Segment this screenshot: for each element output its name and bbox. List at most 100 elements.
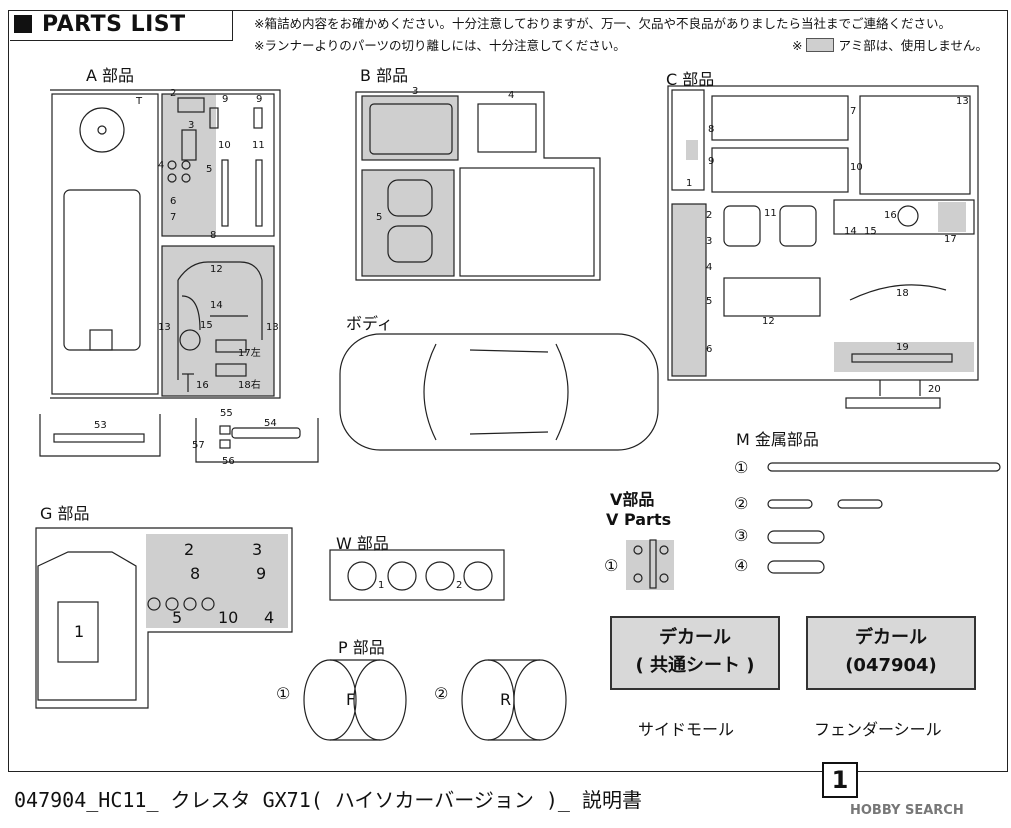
section-label-w: W 部品 bbox=[336, 534, 389, 553]
notice-line-2: ※ランナーよりのパーツの切り離しには、十分注意してください。 bbox=[254, 38, 626, 53]
part-g-9: 9 bbox=[256, 564, 267, 583]
part-a-17: 17左 bbox=[238, 348, 261, 359]
part-c-2: 2 bbox=[706, 210, 713, 221]
part-a-56: 56 bbox=[222, 456, 235, 467]
notice-line-3: ※アミ部は、使用しません。 bbox=[792, 38, 988, 53]
part-a-8: 8 bbox=[210, 230, 217, 241]
part-a-6: 6 bbox=[170, 196, 177, 207]
part-c-5: 5 bbox=[706, 296, 713, 307]
part-g-5: 5 bbox=[172, 608, 183, 627]
decal-2-line2: (047904) bbox=[845, 655, 937, 676]
section-label-v-en: V Parts bbox=[606, 510, 672, 529]
runner-w bbox=[329, 549, 505, 601]
part-c-9: 9 bbox=[708, 156, 715, 167]
part-c-6: 6 bbox=[706, 344, 713, 355]
part-a-4: 4 bbox=[158, 160, 165, 171]
metal-parts bbox=[767, 462, 1001, 574]
part-a-14: 14 bbox=[210, 300, 223, 311]
page-number: 1 bbox=[822, 762, 858, 798]
page-frame bbox=[8, 10, 1008, 772]
part-a-18: 18右 bbox=[238, 380, 261, 391]
part-c-11: 11 bbox=[764, 208, 777, 219]
v-item-1: ① bbox=[604, 556, 619, 575]
part-a-57: 57 bbox=[192, 440, 205, 451]
decal-sheet-047904: デカール (047904) bbox=[806, 616, 976, 690]
part-a-9a: 9 bbox=[222, 94, 229, 105]
part-g-10: 10 bbox=[218, 608, 239, 627]
section-label-p: P 部品 bbox=[338, 638, 385, 657]
page-title: PARTS LIST bbox=[14, 12, 186, 37]
body-shell bbox=[339, 333, 659, 451]
tire-rear-letter: R bbox=[500, 690, 512, 709]
part-a-53: 53 bbox=[94, 420, 107, 431]
document-footer: 047904_HC11_ クレスタ GX71( ハイソカーバージョン )_ 説明… bbox=[14, 788, 642, 812]
part-g-4: 4 bbox=[264, 608, 275, 627]
part-c-3: 3 bbox=[706, 236, 713, 247]
part-a-13b: 13 bbox=[266, 322, 279, 333]
part-b-3: 3 bbox=[412, 86, 419, 97]
part-c-15: 15 bbox=[864, 226, 877, 237]
title-text: PARTS LIST bbox=[42, 12, 186, 37]
runner-a bbox=[39, 89, 319, 463]
part-g-2: 2 bbox=[184, 540, 195, 559]
runner-b bbox=[355, 91, 601, 281]
section-label-body: ボディ bbox=[346, 314, 393, 333]
watermark: HOBBY SEARCH bbox=[850, 803, 964, 818]
part-a-2: 2 bbox=[170, 88, 177, 99]
metal-item-3: ③ bbox=[734, 526, 749, 545]
mesh-swatch bbox=[806, 38, 835, 52]
header-box bbox=[10, 10, 233, 41]
section-label-g: G 部品 bbox=[40, 504, 90, 523]
part-a-7: 7 bbox=[170, 212, 177, 223]
part-c-8: 8 bbox=[708, 124, 715, 135]
part-a-9b: 9 bbox=[256, 94, 263, 105]
part-g-3: 3 bbox=[252, 540, 263, 559]
part-c-13: 13 bbox=[956, 96, 969, 107]
part-w-2: 2 bbox=[456, 580, 463, 591]
part-a-16: 16 bbox=[196, 380, 209, 391]
decal-1-line1: デカール bbox=[659, 627, 731, 648]
p-item-2: ② bbox=[434, 684, 449, 703]
part-a-12: 12 bbox=[210, 264, 223, 275]
part-a-3: 3 bbox=[188, 120, 195, 131]
decal-1-caption: サイドモール bbox=[638, 720, 735, 739]
metal-item-2: ② bbox=[734, 494, 749, 513]
decal-2-caption: フェンダーシール bbox=[814, 720, 942, 739]
part-a-54: 54 bbox=[264, 418, 277, 429]
part-g-8: 8 bbox=[190, 564, 201, 583]
part-c-17: 17 bbox=[944, 234, 957, 245]
part-c-4: 4 bbox=[706, 262, 713, 273]
part-a-11: 11 bbox=[252, 140, 265, 151]
part-g-1: 1 bbox=[74, 622, 85, 641]
section-label-a: A 部品 bbox=[86, 66, 135, 85]
metal-item-1: ① bbox=[734, 458, 749, 477]
p-item-1: ① bbox=[276, 684, 291, 703]
runner-c bbox=[667, 85, 979, 409]
decal-sheet-common: デカール ( 共通シート ) bbox=[610, 616, 780, 690]
part-a-t: T bbox=[136, 96, 143, 107]
part-c-10: 10 bbox=[850, 162, 863, 173]
part-a-55: 55 bbox=[220, 408, 233, 419]
section-label-m: M 金属部品 bbox=[736, 430, 819, 449]
part-a-13a: 13 bbox=[158, 322, 171, 333]
part-b-5: 5 bbox=[376, 212, 383, 223]
part-c-18: 18 bbox=[896, 288, 909, 299]
notice-line-1: ※箱詰め内容をお確かめください。十分注意しておりますが、万一、欠品や不良品があり… bbox=[254, 16, 951, 31]
tire-front-letter: F bbox=[346, 690, 356, 709]
part-b-4: 4 bbox=[508, 90, 515, 101]
section-label-v: V部品 bbox=[610, 490, 655, 509]
runner-g bbox=[35, 527, 293, 709]
part-a-5: 5 bbox=[206, 164, 213, 175]
square-icon bbox=[14, 15, 32, 33]
runner-v bbox=[626, 539, 674, 590]
metal-item-4: ④ bbox=[734, 556, 749, 575]
part-c-20: 20 bbox=[928, 384, 941, 395]
tires bbox=[303, 659, 567, 741]
part-c-1: 1 bbox=[686, 178, 693, 189]
part-c-19: 19 bbox=[896, 342, 909, 353]
part-c-12: 12 bbox=[762, 316, 775, 327]
decal-2-line1: デカール bbox=[855, 627, 927, 648]
part-c-16: 16 bbox=[884, 210, 897, 221]
decal-1-line2: ( 共通シート ) bbox=[635, 655, 755, 676]
